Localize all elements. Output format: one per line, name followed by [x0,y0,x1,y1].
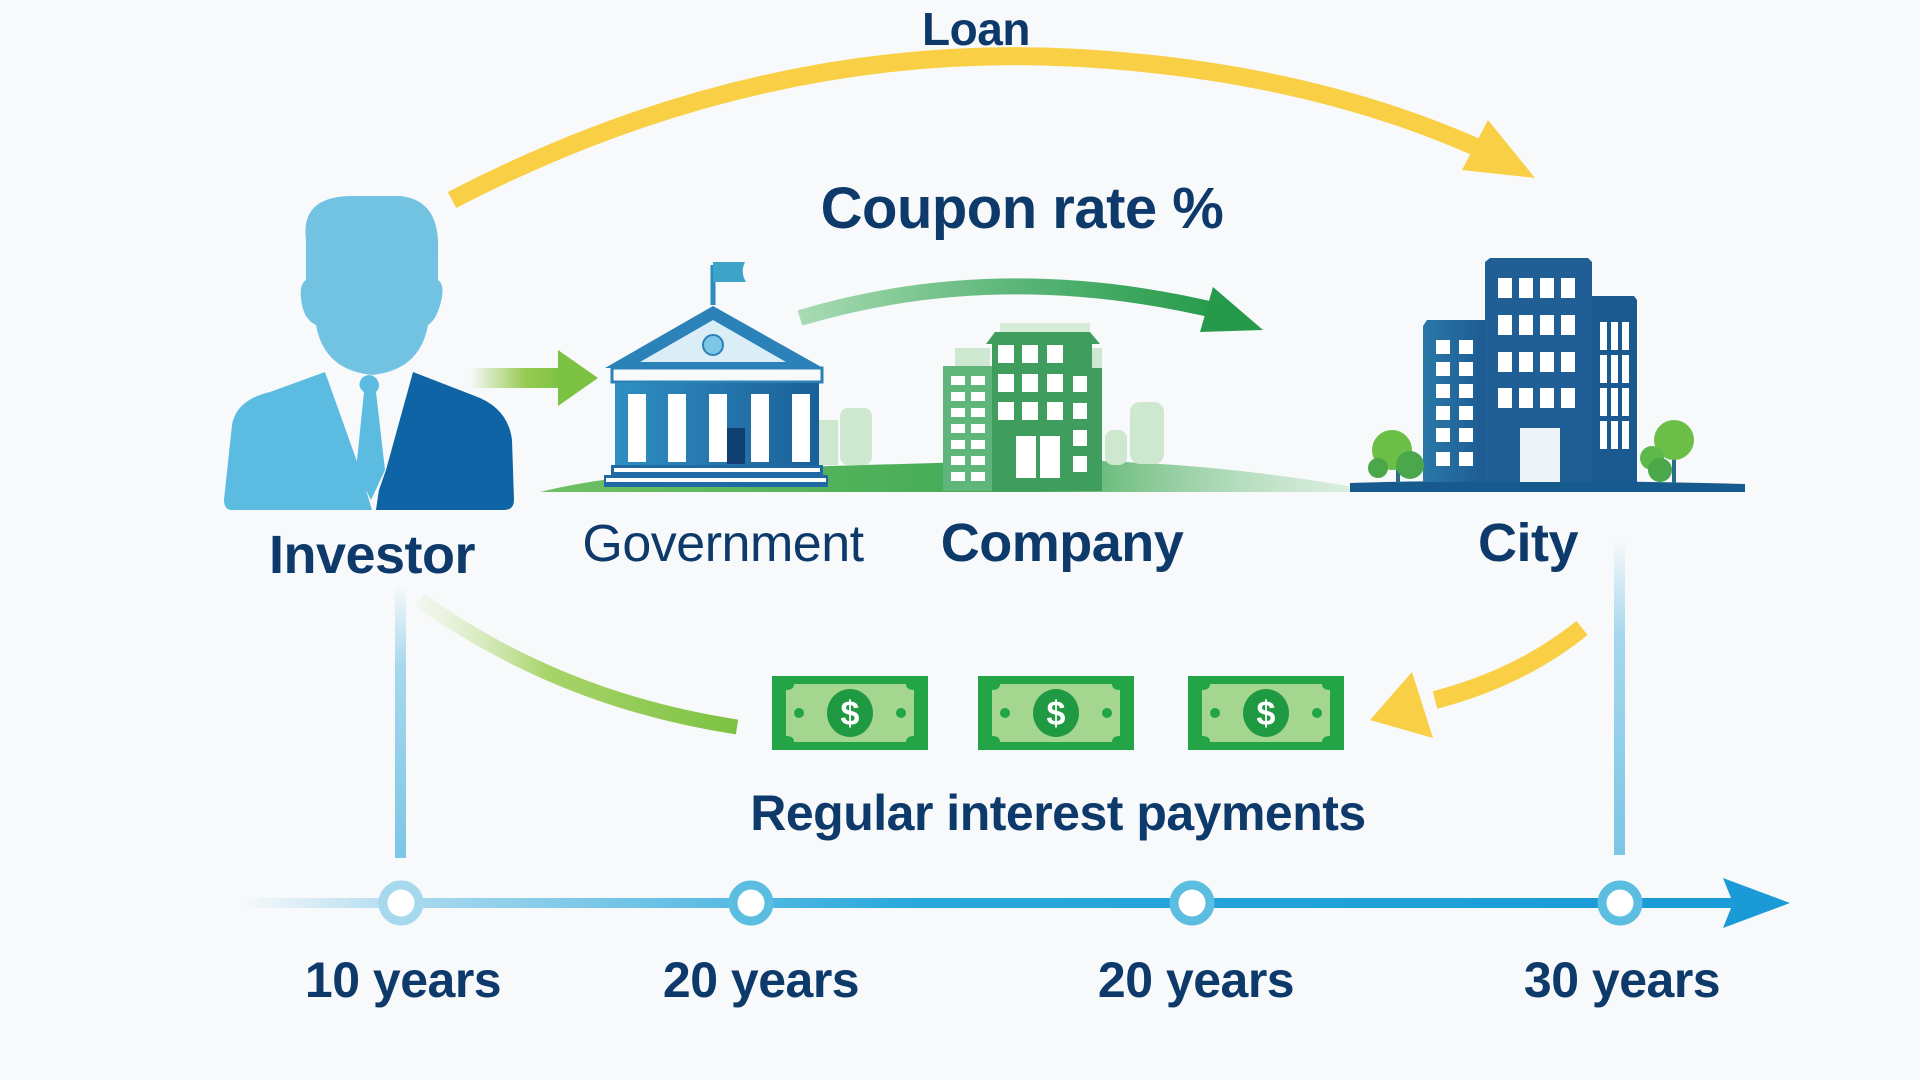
timeline-label-20y-second: 20 years [1097,952,1295,1008]
payments-label: Regular interest payments [750,785,1366,841]
loan-label: Loan [922,3,1030,55]
repayment-arrow [1370,620,1588,738]
return-payment-stroke [415,593,739,735]
timeline-marker [378,880,424,926]
entity-label-government: Government [582,515,864,573]
timeline-marker [1169,880,1215,926]
office-building-icon [943,323,1102,491]
timeline-label-20y: 20 years [662,952,860,1008]
dollar-bill-icon: $ [978,676,1134,750]
city-buildings-icon [1368,258,1694,483]
svg-text:$: $ [1047,695,1066,733]
dollar-bill-icon: $ [772,676,928,750]
timeline-marker [728,880,774,926]
entity-label-city: City [1477,513,1579,573]
investor-guide-line [395,585,406,858]
invest-arrow [470,350,598,406]
entity-label-company: Company [940,513,1184,573]
timeline [240,878,1790,928]
coupon-arrow [797,278,1263,332]
person-icon [224,195,514,510]
entity-label-investor: Investor [268,525,476,585]
timeline-marker [1597,880,1643,926]
timeline-label-10y: 10 years [304,952,502,1008]
loan-arrow [447,47,1535,208]
svg-text:$: $ [1257,695,1276,733]
coupon-rate-label: Coupon rate % [820,176,1224,241]
svg-text:$: $ [841,695,860,733]
city-guide-line [1614,540,1625,855]
dollar-bill-icon: $ [1188,676,1344,750]
timeline-label-30y: 30 years [1523,952,1721,1008]
government-building-icon [604,262,828,487]
